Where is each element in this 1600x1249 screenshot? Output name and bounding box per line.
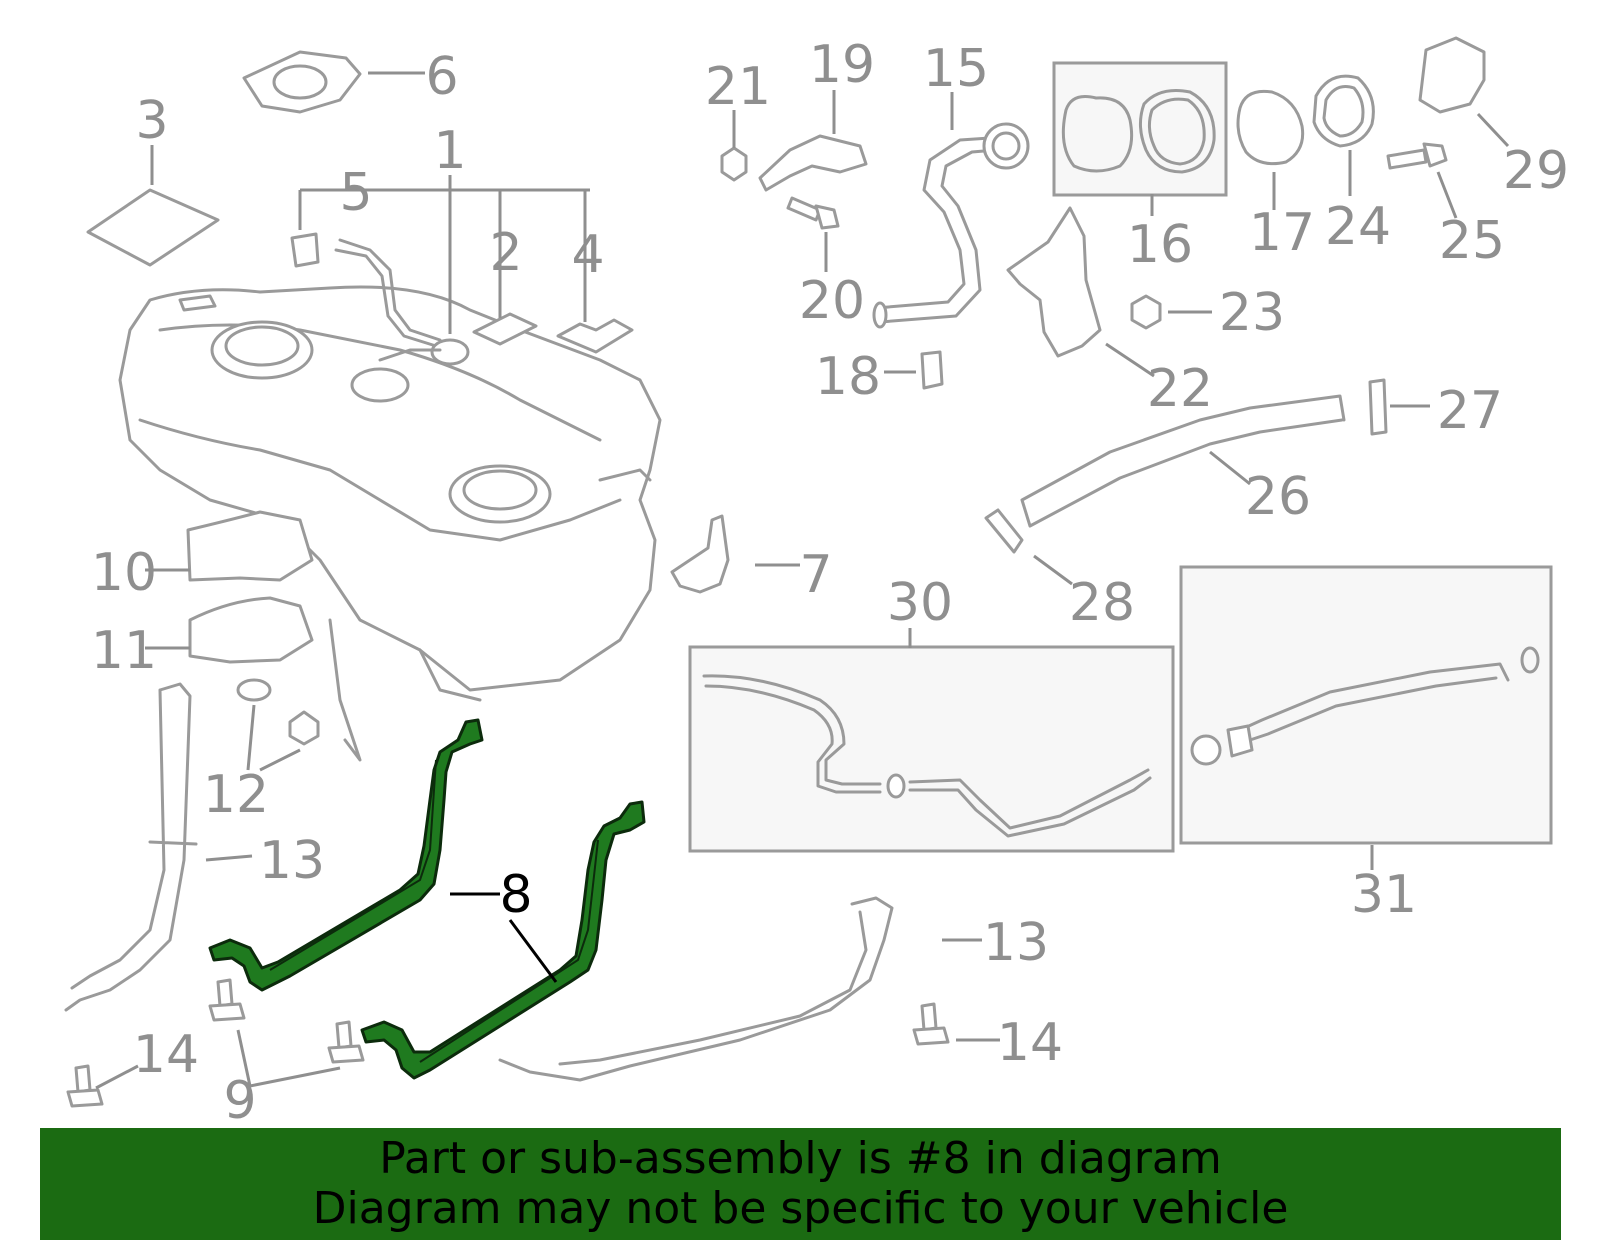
bolt-14a <box>66 1064 104 1108</box>
banner-line-disclaimer: Diagram may not be specific to your vehi… <box>312 1183 1289 1234</box>
callout-26: 26 <box>1245 467 1311 527</box>
leader-lines <box>95 71 1510 1090</box>
bolt-9a <box>208 978 246 1022</box>
callout-16: 16 <box>1127 215 1193 275</box>
cover-6 <box>242 50 362 114</box>
fuel-tank-strap-8 <box>208 718 646 1080</box>
callout-29: 29 <box>1503 141 1569 201</box>
callout-13b: 13 <box>983 913 1049 973</box>
callout-6: 6 <box>425 47 458 107</box>
callout-10: 10 <box>91 543 157 603</box>
pad-2 <box>472 312 538 346</box>
grommet-12 <box>236 678 320 746</box>
callout-25: 25 <box>1439 211 1505 271</box>
vapor-line-30 <box>688 645 1175 853</box>
pad-4 <box>556 318 634 354</box>
callout-5: 5 <box>339 163 372 223</box>
fuel-tank <box>118 285 662 762</box>
callout-labels: 1 2 3 4 5 6 7 8 9 10 11 12 13 13 14 14 1… <box>91 35 1569 1131</box>
callout-3: 3 <box>135 91 168 151</box>
heat-shield-11 <box>188 596 314 664</box>
banner-line-part: Part or sub-assembly is #8 in diagram <box>379 1133 1222 1184</box>
seal-24 <box>1312 74 1375 148</box>
callout-23: 23 <box>1219 283 1285 343</box>
callout-19: 19 <box>809 35 875 95</box>
bracket-7 <box>670 514 730 594</box>
bolt-20 <box>786 196 840 230</box>
gasket-kit-16 <box>1052 61 1228 197</box>
callout-18: 18 <box>815 347 881 407</box>
callout-8: 8 <box>499 865 532 925</box>
clamp-28 <box>984 508 1024 554</box>
callout-28: 28 <box>1069 573 1135 633</box>
vent-hose-assembly <box>290 232 470 366</box>
callout-12: 12 <box>203 765 269 825</box>
callout-20: 20 <box>799 271 865 331</box>
gasket-17 <box>1236 89 1305 166</box>
hose-26 <box>1020 394 1346 528</box>
callout-9: 9 <box>223 1071 256 1131</box>
filler-pipe-15 <box>872 122 1030 329</box>
strap-13-left <box>64 682 198 1012</box>
callout-7: 7 <box>799 545 832 605</box>
callout-4: 4 <box>571 225 604 285</box>
callout-2: 2 <box>489 223 522 283</box>
nut-21 <box>720 146 748 182</box>
callout-1: 1 <box>433 121 466 181</box>
bolt-14b <box>912 1002 950 1046</box>
callout-22: 22 <box>1147 359 1213 419</box>
nut-23 <box>1130 294 1162 330</box>
callout-31: 31 <box>1351 865 1417 925</box>
info-banner: Part or sub-assembly is #8 in diagram Di… <box>40 1128 1561 1240</box>
clamp-27 <box>1368 378 1388 436</box>
clip-18 <box>920 350 944 390</box>
bracket-22 <box>1006 206 1102 358</box>
callout-14b: 14 <box>997 1013 1063 1073</box>
heat-shield-10 <box>186 510 314 582</box>
callout-30: 30 <box>887 573 953 633</box>
callout-14a: 14 <box>133 1025 199 1085</box>
pad-3 <box>86 188 220 267</box>
callout-13a: 13 <box>259 831 325 891</box>
fuel-cap-29 <box>1418 36 1486 114</box>
callout-27: 27 <box>1437 381 1503 441</box>
bolt-9b <box>327 1020 365 1064</box>
strap-13-right <box>498 896 894 1082</box>
bracket-19 <box>758 134 868 192</box>
vapor-line-31 <box>1179 565 1553 845</box>
callout-15: 15 <box>923 39 989 99</box>
callout-24: 24 <box>1325 197 1391 257</box>
callout-21: 21 <box>705 57 771 117</box>
callout-11: 11 <box>91 621 157 681</box>
callout-17: 17 <box>1249 203 1315 263</box>
bolt-25 <box>1386 142 1448 170</box>
